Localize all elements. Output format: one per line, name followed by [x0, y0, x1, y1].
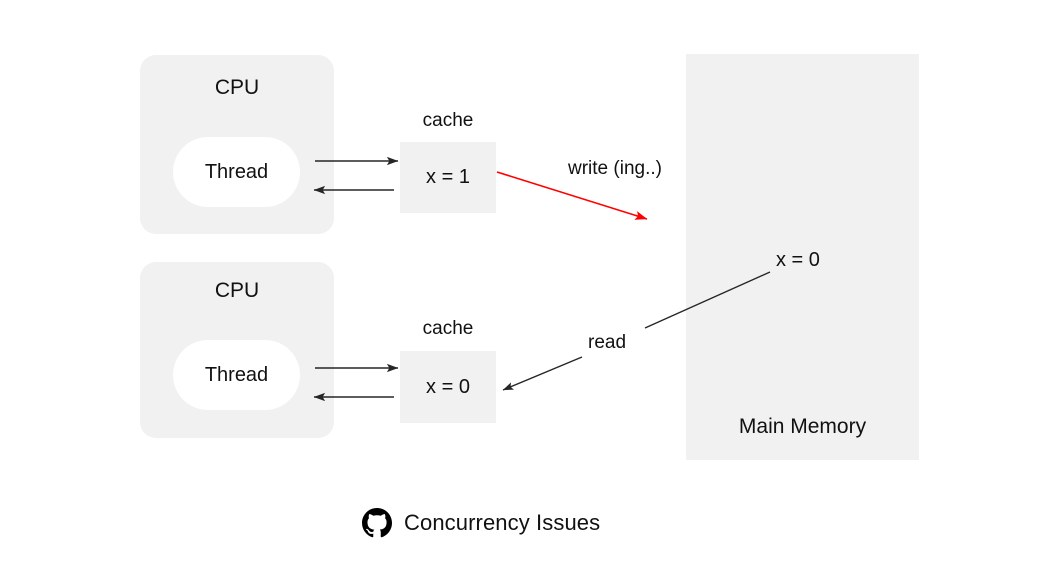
write-edge-label: write (ing..)	[568, 158, 662, 179]
cache-caption-2: cache	[422, 318, 474, 339]
cache-box-1: x = 1	[400, 142, 496, 213]
github-octocat-icon	[362, 508, 392, 538]
read-edge-label: read	[588, 332, 627, 353]
main-memory-value: x = 0	[776, 249, 820, 271]
cache-box-2: x = 0	[400, 351, 496, 423]
thread-pill-1: Thread	[173, 137, 300, 207]
footer-caption: Concurrency Issues	[362, 508, 600, 538]
thread-label-2: Thread	[204, 363, 269, 386]
cache-caption-1: cache	[422, 110, 474, 131]
thread-pill-2: Thread	[173, 340, 300, 410]
cpu-label-2: CPU	[214, 279, 260, 302]
main-memory-label: Main Memory	[738, 415, 867, 438]
footer-caption-text: Concurrency Issues	[404, 510, 601, 535]
main-memory-block	[686, 54, 919, 460]
cache-value-1: x = 1	[426, 166, 470, 188]
arrow-read-to-cache2	[502, 356, 583, 391]
thread-label-1: Thread	[204, 160, 269, 183]
cpu-label-1: CPU	[214, 76, 260, 99]
cache-value-2: x = 0	[426, 375, 470, 398]
